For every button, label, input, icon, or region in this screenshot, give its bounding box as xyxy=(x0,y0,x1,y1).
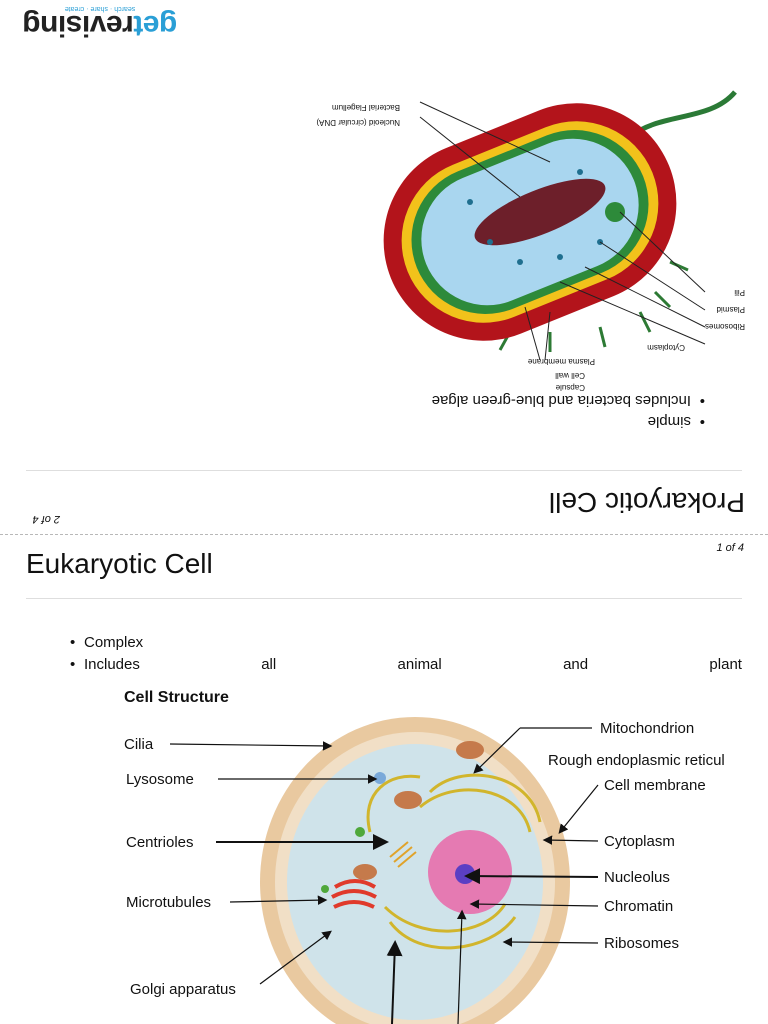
label-cell-wall: Cell wall xyxy=(555,371,585,380)
bullet-item: Complex xyxy=(70,632,742,654)
page-number: 1 of 4 xyxy=(716,542,744,554)
page-title: Eukaryotic Cell xyxy=(26,548,213,579)
prokaryotic-cell-diagram xyxy=(383,90,737,361)
upside-down-page: getrevising search · share · create xyxy=(0,0,768,535)
nucleolus-shape xyxy=(455,864,475,884)
mitochondrion-shape xyxy=(456,741,484,759)
label-golgi-apparatus: Golgi apparatus xyxy=(130,981,236,998)
cytoplasm-shape xyxy=(287,744,543,1020)
bullet-item: simple xyxy=(371,411,705,432)
eukaryotic-bullets: Complex Includes all animal and plant xyxy=(70,632,742,676)
prokaryotic-bullets: simple Includes bacteria and blue-green … xyxy=(385,392,705,432)
page-break-line xyxy=(0,534,768,535)
page-number: 2 of 4 xyxy=(32,513,60,525)
label-chromatin: Chromatin xyxy=(604,898,673,915)
label-nucleolus: Nucleolus xyxy=(604,869,670,886)
label-cytoplasm: Cytoplasm xyxy=(647,343,685,352)
getrevising-logo[interactable]: getrevising search · share · create xyxy=(20,2,180,42)
eukaryotic-cell-figure: Cell Structure Cilia Lysosome Centrioles… xyxy=(120,682,744,1024)
plasmid-shape xyxy=(605,202,625,222)
bullet-item: Includes all animal and plant xyxy=(70,654,742,676)
figure-leader-lines xyxy=(169,727,599,1024)
eukaryotic-cell-diagram: Cell Structure Cilia Lysosome Centrioles… xyxy=(124,689,725,1024)
page-title: Prokaryotic Cell xyxy=(548,487,745,518)
mitochondrion-shape xyxy=(394,791,422,809)
label-cilia: Cilia xyxy=(124,736,154,753)
bullet-word: and xyxy=(563,656,589,673)
vesicle-shape xyxy=(355,827,365,837)
logo-revising-text: revising xyxy=(22,9,134,42)
bullet-word: all xyxy=(261,656,277,673)
nucleoid-shape xyxy=(474,178,606,246)
label-plasma-membrane: Plasma membrane xyxy=(527,357,595,366)
label-plasmid: Plasmid xyxy=(716,305,745,314)
bullet-word: plant xyxy=(709,656,742,673)
bullet-word: Includes xyxy=(84,656,140,673)
logo-get-text: get xyxy=(133,9,178,42)
label-microtubules: Microtubules xyxy=(126,894,211,911)
label-lysosome: Lysosome xyxy=(126,771,194,788)
label-cell-membrane: Cell membrane xyxy=(604,777,706,794)
rough-er-shape xyxy=(366,773,542,950)
bullet-word: animal xyxy=(397,656,442,673)
divider-rule xyxy=(26,598,742,599)
label-cytoplasm: Cytoplasm xyxy=(604,833,675,850)
centrioles-shape xyxy=(389,841,417,868)
vesicle-shape xyxy=(321,885,329,893)
label-pili: Pili xyxy=(734,288,745,297)
label-centrioles: Centrioles xyxy=(126,834,194,851)
label-ribosomes: Ribosomes xyxy=(604,935,679,952)
label-mitochondrion: Mitochondrion xyxy=(600,720,694,737)
label-nucleoid: Nucleoid (circular DNA) xyxy=(316,118,400,127)
bullet-word: Complex xyxy=(84,634,144,651)
golgi-apparatus-shape xyxy=(331,879,377,909)
lysosome-shape xyxy=(374,772,386,784)
logo-tagline: search · share · create xyxy=(64,5,136,12)
figure-title: Cell Structure xyxy=(124,689,229,706)
divider-rule xyxy=(26,470,742,471)
prokaryotic-diagram-labels: Nucleoid (circular DNA) Bacterial Flagel… xyxy=(316,62,750,392)
label-ribosomes: Ribosomes xyxy=(704,322,745,331)
mitochondrion-shape xyxy=(353,864,377,880)
bullet-item: Includes bacteria and blue-green algae xyxy=(371,390,705,411)
label-leader-lines xyxy=(419,101,706,361)
label-flagellum: Bacterial Flagellum xyxy=(331,103,400,112)
label-rough-er: Rough endoplasmic reticul xyxy=(548,752,725,769)
